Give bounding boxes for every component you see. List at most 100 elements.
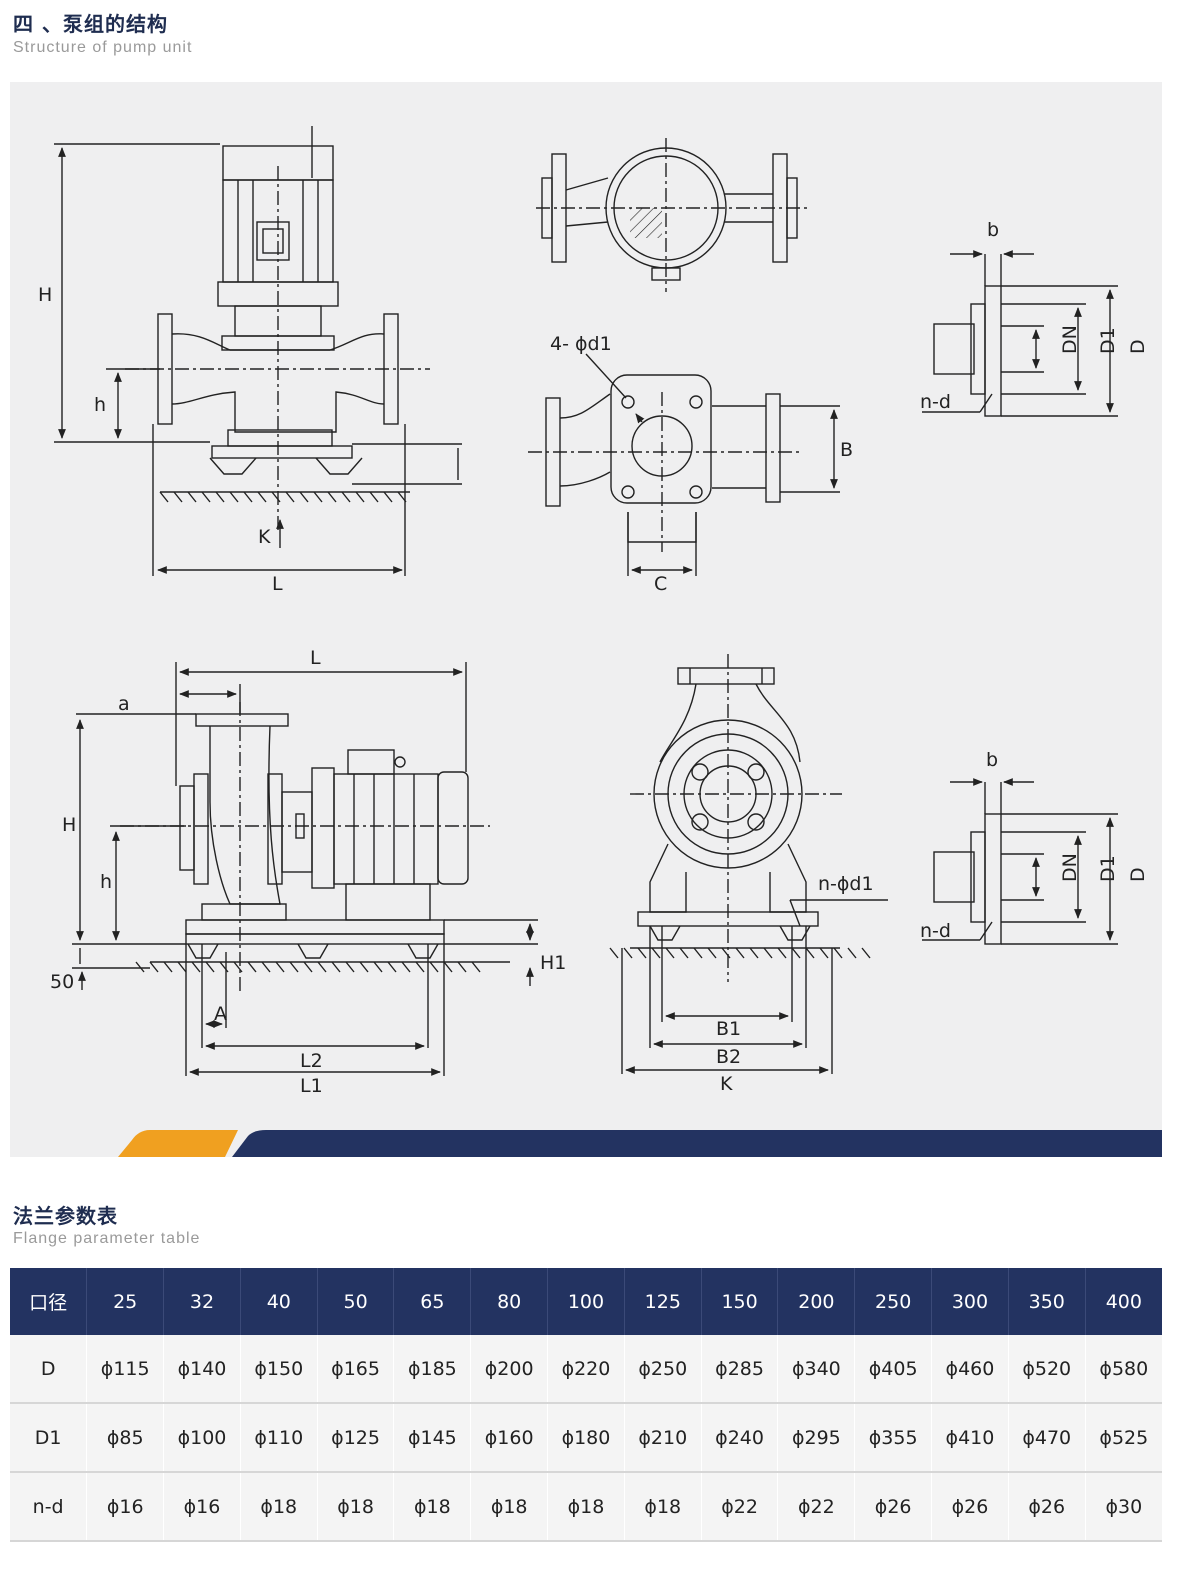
label-DN-top: DN [1059, 325, 1081, 354]
section-title-structure: 四 、泵组的结构 [13, 12, 168, 36]
table-cell: ϕ18 [547, 1472, 625, 1542]
col-header: 40 [240, 1268, 318, 1335]
table-cell: ϕ26 [931, 1472, 1009, 1542]
label-K-bottom: K [720, 1073, 733, 1095]
col-header: 350 [1008, 1268, 1086, 1335]
navy-accent-band [232, 1130, 1162, 1157]
table-cell: ϕ460 [931, 1335, 1009, 1404]
col-header: 80 [470, 1268, 549, 1335]
label-L-bottom: L [310, 647, 321, 669]
label-h-top: h [94, 394, 106, 416]
table-cell: ϕ470 [1008, 1403, 1086, 1473]
table-cell: ϕ18 [624, 1472, 702, 1542]
col-header: 400 [1085, 1268, 1162, 1335]
col-header: 300 [931, 1268, 1009, 1335]
section-title-flange: 法兰参数表 [13, 1204, 118, 1228]
pump-base-view [528, 353, 840, 576]
col-header: 250 [854, 1268, 933, 1335]
section-subtitle-structure: Structure of pump unit [13, 39, 193, 56]
col-header: 100 [547, 1268, 625, 1335]
table-cell: ϕ210 [624, 1403, 702, 1473]
table-cell: ϕ22 [701, 1472, 779, 1542]
table-cell: ϕ140 [163, 1335, 241, 1404]
table-cell: ϕ580 [1085, 1335, 1162, 1404]
label-nd1: n-ϕd1 [818, 873, 874, 895]
label-nd-top: n-d [920, 391, 951, 413]
table-cell: ϕ110 [240, 1403, 318, 1473]
table-cell: ϕ85 [86, 1403, 165, 1473]
flange-detail-top [922, 250, 1118, 417]
label-D1-bottom: D1 [1097, 855, 1119, 882]
row-label: n-d [10, 1472, 88, 1542]
table-cell: ϕ26 [854, 1472, 933, 1542]
label-50: 50 [50, 971, 74, 993]
label-B2: B2 [716, 1046, 741, 1068]
table-cell: ϕ200 [470, 1335, 549, 1404]
label-H1: H1 [540, 952, 566, 974]
table-cell: ϕ160 [470, 1403, 549, 1473]
table-cell: ϕ100 [163, 1403, 241, 1473]
table-cell: ϕ295 [777, 1403, 856, 1473]
horizontal-pump-side-view [72, 662, 538, 1076]
orange-accent-band [118, 1130, 238, 1157]
table-cell: ϕ16 [86, 1472, 165, 1542]
label-nd-bottom: n-d [920, 920, 951, 942]
label-L-top: L [272, 573, 283, 595]
label-DN-bottom: DN [1059, 853, 1081, 882]
label-L2: L2 [300, 1050, 323, 1072]
table-cell: ϕ185 [393, 1335, 472, 1404]
col-header: 150 [701, 1268, 779, 1335]
table-cell: ϕ250 [624, 1335, 702, 1404]
table-cell: ϕ180 [547, 1403, 625, 1473]
table-cell: ϕ520 [1008, 1335, 1086, 1404]
col-header: 32 [163, 1268, 241, 1335]
table-cell: ϕ16 [163, 1472, 241, 1542]
label-L1: L1 [300, 1075, 323, 1097]
label-B1: B1 [716, 1018, 741, 1040]
table-cell: ϕ18 [317, 1472, 395, 1542]
table-cell: ϕ240 [701, 1403, 779, 1473]
vertical-pump-side-view [54, 126, 462, 576]
label-H-bottom: H [62, 814, 76, 836]
label-D-bottom: D [1127, 867, 1149, 882]
row-label: D [10, 1335, 88, 1404]
table-cell: ϕ115 [86, 1335, 165, 1404]
header-label: 口径 [10, 1268, 88, 1335]
label-K-top: K [258, 526, 271, 548]
table-header-row: 口径 25 32 40 50 65 80 100 125 150 200 250… [10, 1268, 1162, 1335]
technical-drawing-svg: H h K L 4- ϕd1 B C b DN D1 D n-d L a H h… [38, 126, 1162, 1157]
label-B: B [840, 439, 853, 461]
label-b-bottom: b [986, 749, 998, 771]
pump-top-view [536, 138, 810, 292]
table-cell: ϕ18 [470, 1472, 549, 1542]
table-cell: ϕ285 [701, 1335, 779, 1404]
label-D-top: D [1127, 339, 1149, 354]
label-D1-top: D1 [1097, 327, 1119, 354]
table-cell: ϕ26 [1008, 1472, 1086, 1542]
table-cell: ϕ525 [1085, 1403, 1162, 1473]
col-header: 65 [393, 1268, 472, 1335]
col-header: 25 [86, 1268, 165, 1335]
flange-detail-bottom [922, 778, 1118, 945]
table-cell: ϕ30 [1085, 1472, 1162, 1542]
table-cell: ϕ145 [393, 1403, 472, 1473]
label-H-top: H [38, 284, 52, 306]
table-cell: ϕ405 [854, 1335, 933, 1404]
label-b-top: b [987, 219, 999, 241]
table-cell: ϕ18 [240, 1472, 318, 1542]
section-subtitle-flange: Flange parameter table [13, 1230, 201, 1247]
col-header: 125 [624, 1268, 702, 1335]
pump-structure-drawing: H h K L 4- ϕd1 B C b DN D1 D n-d L a H h… [10, 82, 1162, 1157]
table-cell: ϕ165 [317, 1335, 395, 1404]
table-cell: ϕ22 [777, 1472, 856, 1542]
col-header: 50 [317, 1268, 395, 1335]
horizontal-pump-front-view [609, 654, 888, 1074]
table-cell: ϕ125 [317, 1403, 395, 1473]
label-C: C [654, 573, 667, 595]
col-header: 200 [777, 1268, 856, 1335]
table-cell: ϕ340 [777, 1335, 856, 1404]
label-h-bottom: h [100, 871, 112, 893]
table-cell: ϕ150 [240, 1335, 318, 1404]
